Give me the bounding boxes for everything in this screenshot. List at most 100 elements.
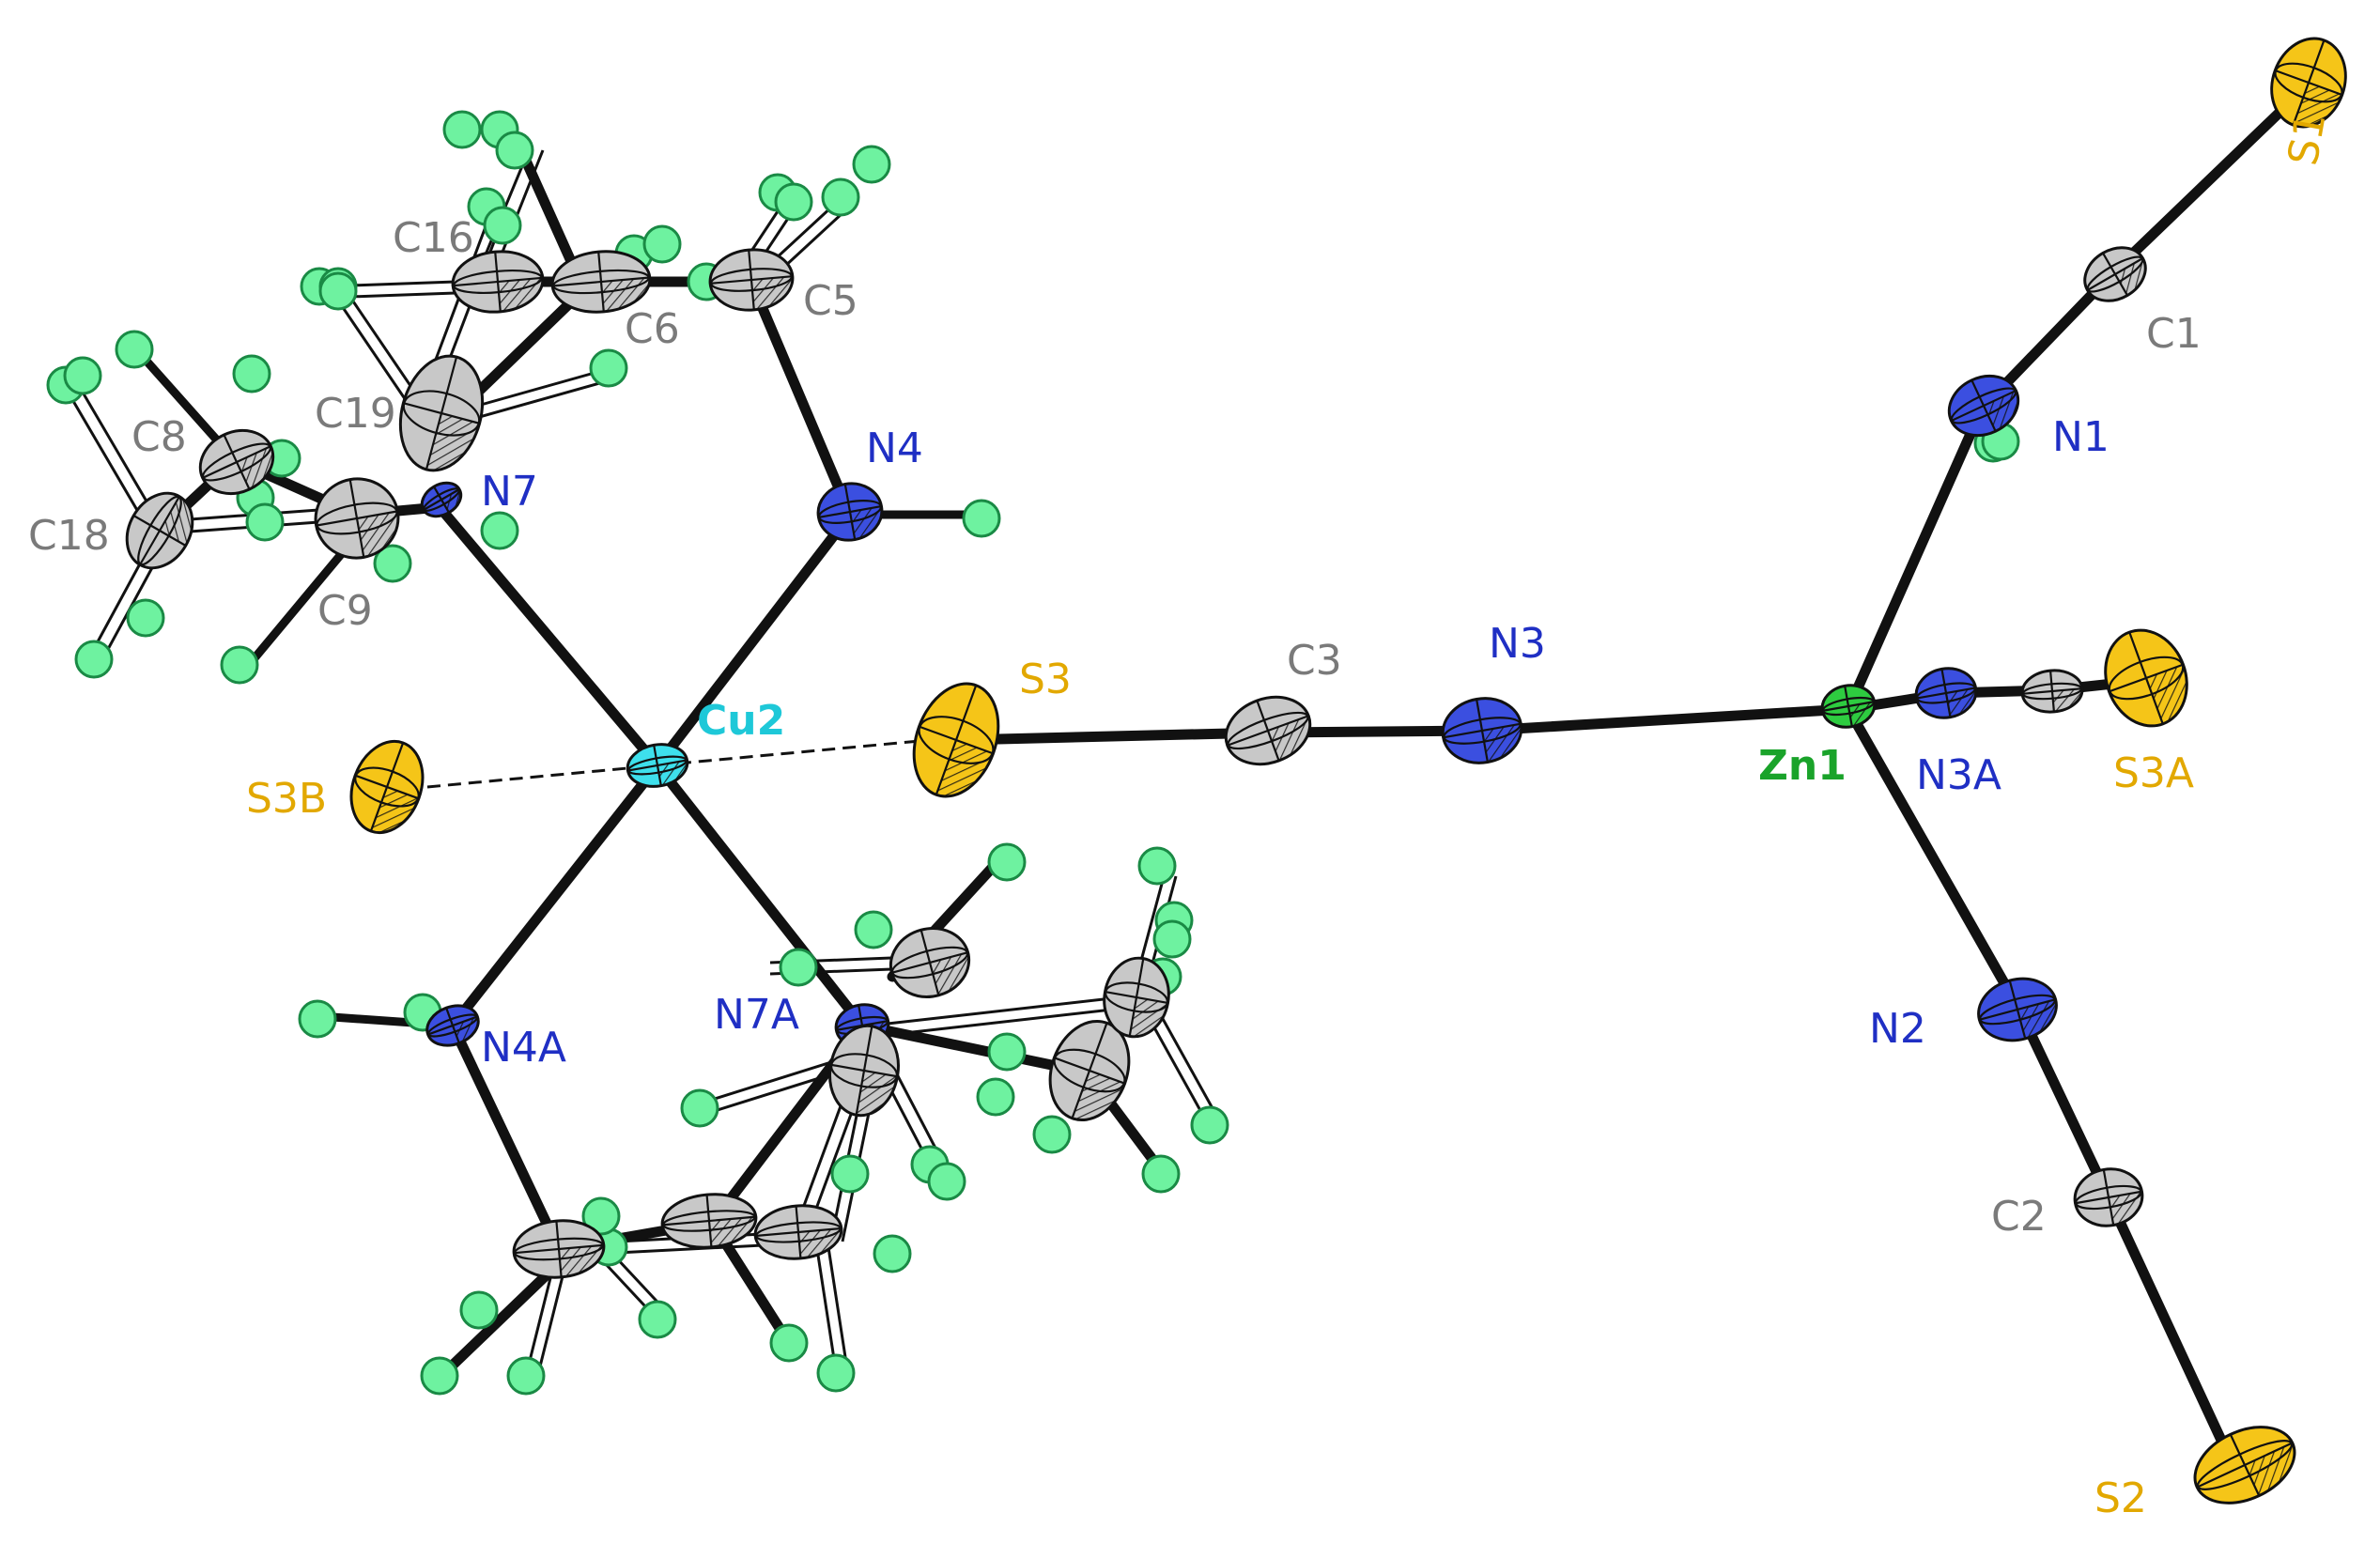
atom-s1 xyxy=(2270,37,2347,129)
bond-c-h-low xyxy=(436,1258,564,1381)
bond-zn1-n2 xyxy=(1843,703,2025,1015)
hydrogen-atom-7 xyxy=(642,224,682,264)
atom-c-low1 xyxy=(512,1219,606,1279)
atom-n4 xyxy=(816,482,884,542)
atom-zn1 xyxy=(1820,684,1877,729)
atom-s3 xyxy=(912,682,1000,798)
bond-cu2-n7 xyxy=(434,501,663,771)
bond-c9-h1 xyxy=(244,531,362,670)
atom-c-up-a xyxy=(889,927,971,998)
label-s3: S3 xyxy=(1019,656,1072,703)
hydrogen-atom-43 xyxy=(1032,1115,1072,1154)
bond-n1-zn1 xyxy=(1843,403,1987,715)
bond-cu2-n4a xyxy=(447,760,663,1031)
label-c3: C3 xyxy=(1287,637,1342,685)
label-n2: N2 xyxy=(1869,1005,1926,1053)
label-zn1: Zn1 xyxy=(1758,742,1847,790)
bond-c2-s2 xyxy=(2103,1192,2236,1466)
hydrogen-atoms xyxy=(46,110,2020,1396)
atom-c18 xyxy=(125,491,194,570)
hydrogen-atom-29 xyxy=(63,356,102,395)
atom-c-r1 xyxy=(1048,1019,1131,1122)
atom-s3b xyxy=(349,739,425,835)
hydrogen-atom-26 xyxy=(126,598,165,638)
hydrogen-atom-35 xyxy=(854,910,893,949)
atom-c5 xyxy=(708,248,795,312)
label-c16: C16 xyxy=(393,214,474,262)
atom-c-n3a xyxy=(2020,669,2084,714)
hydrogen-atom-45 xyxy=(1141,1154,1181,1194)
atom-c2 xyxy=(2073,1167,2144,1227)
hydrogen-atom-10 xyxy=(774,182,813,222)
atom-c-low3 xyxy=(753,1204,843,1260)
label-n7: N7 xyxy=(481,468,538,516)
hydrogen-atom-55 xyxy=(816,1353,856,1393)
bond-c2-h-low xyxy=(718,1234,795,1349)
atom-n3a xyxy=(1914,667,1978,719)
hydrogen-atom-15 xyxy=(318,271,358,311)
hydrogen-atom-36 xyxy=(1137,846,1177,886)
label-c9: C9 xyxy=(317,587,373,635)
hydrogen-atom-31 xyxy=(480,511,519,550)
bond-cu2-n4 xyxy=(652,509,856,771)
label-n7a: N7A xyxy=(714,991,799,1039)
label-s3a: S3A xyxy=(2113,749,2194,797)
atom-c8 xyxy=(198,428,275,496)
hydrogen-atom-53 xyxy=(459,1290,499,1330)
hydrogen-atom-11 xyxy=(821,177,860,217)
hydrogen-atom-44 xyxy=(1190,1105,1229,1145)
hydrogen-atom-24 xyxy=(245,502,285,542)
hydrogen-atom-28 xyxy=(220,645,259,685)
label-c6: C6 xyxy=(625,305,680,353)
bond-n4a-c xyxy=(447,1020,564,1255)
label-c5: C5 xyxy=(803,277,858,325)
hydrogen-atom-58 xyxy=(987,1032,1027,1072)
bond-cu2-n7a xyxy=(652,760,868,1031)
dash-s3b-cu2 xyxy=(426,764,658,789)
bond-c3-s3 xyxy=(954,727,1274,746)
atom-c-up-b xyxy=(828,1024,900,1118)
hydrogen-atom-34 xyxy=(987,842,1027,882)
bond-n4-c5 xyxy=(746,276,856,520)
label-c2: C2 xyxy=(1991,1193,2047,1241)
hydrogen-atom-3 xyxy=(442,110,482,149)
hydrogen-atom-39 xyxy=(1152,919,1192,959)
atom-c3 xyxy=(1224,695,1312,766)
hydrogen-atom-52 xyxy=(506,1356,546,1396)
label-s3b: S3B xyxy=(246,775,327,823)
hydrogen-atom-46 xyxy=(927,1162,966,1201)
hydrogen-atom-49 xyxy=(638,1300,677,1339)
atom-c19 xyxy=(398,354,485,472)
hydrogen-atom-32 xyxy=(298,999,337,1039)
atom-n2 xyxy=(1977,977,2058,1042)
dash-cu2-s3 xyxy=(657,738,931,767)
heavy-atoms xyxy=(125,37,2347,1504)
atom-n7 xyxy=(420,481,463,518)
atom-n4a xyxy=(425,1004,480,1047)
label-c1: C1 xyxy=(2146,310,2202,358)
atom-n1 xyxy=(1947,374,2020,438)
label-n4a: N4A xyxy=(481,1024,566,1072)
hydrogen-atom-42 xyxy=(976,1077,1015,1117)
open-bonds-lower xyxy=(524,872,1220,1379)
label-n4: N4 xyxy=(866,424,923,472)
label-n1: N1 xyxy=(2052,413,2110,461)
bond-zn1-n3 xyxy=(1476,703,1854,736)
hydrogen-atom-27 xyxy=(74,640,114,679)
hydrogen-atom-12 xyxy=(852,145,891,184)
label-s2: S2 xyxy=(2094,1474,2147,1522)
atom-c-low2 xyxy=(660,1193,758,1249)
hydrogen-atom-30 xyxy=(962,499,1001,538)
hydrogen-atom-51 xyxy=(420,1356,459,1396)
bond-n2-c2 xyxy=(2014,1004,2114,1203)
hydrogen-atom-19 xyxy=(232,354,271,393)
atom-s2 xyxy=(2193,1426,2296,1504)
label-s1: S1 xyxy=(2280,109,2336,169)
hydrogen-atom-16 xyxy=(589,348,628,388)
atom-c6 xyxy=(550,250,652,314)
hydrogen-atom-25 xyxy=(373,544,412,583)
hydrogen-atom-47 xyxy=(779,948,818,987)
hydrogen-atom-40 xyxy=(680,1088,719,1128)
